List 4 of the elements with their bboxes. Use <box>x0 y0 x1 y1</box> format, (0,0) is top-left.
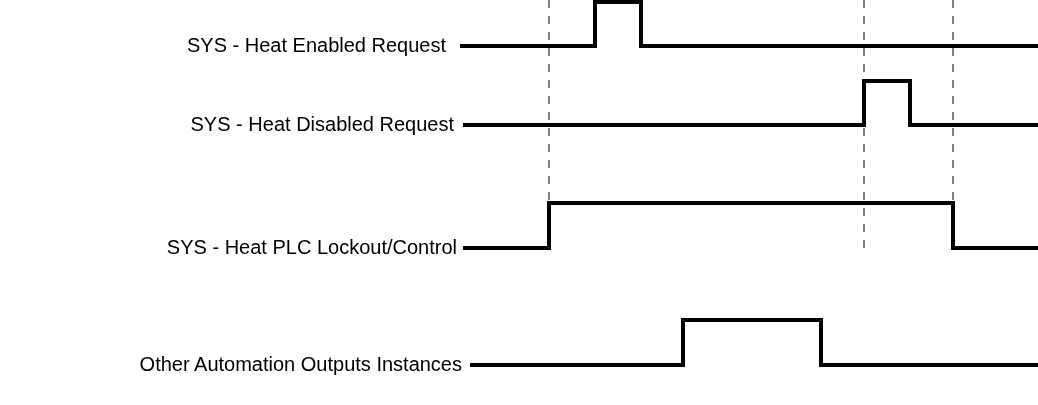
signal-name: SYS - Heat Enabled Request <box>186 33 446 57</box>
signal-name: SYS - Heat Disabled Request <box>190 112 454 136</box>
signal-name: SYS - Heat PLC Lockout/Control <box>166 235 457 259</box>
signal-name: Other Automation Outputs Instances <box>139 352 462 376</box>
